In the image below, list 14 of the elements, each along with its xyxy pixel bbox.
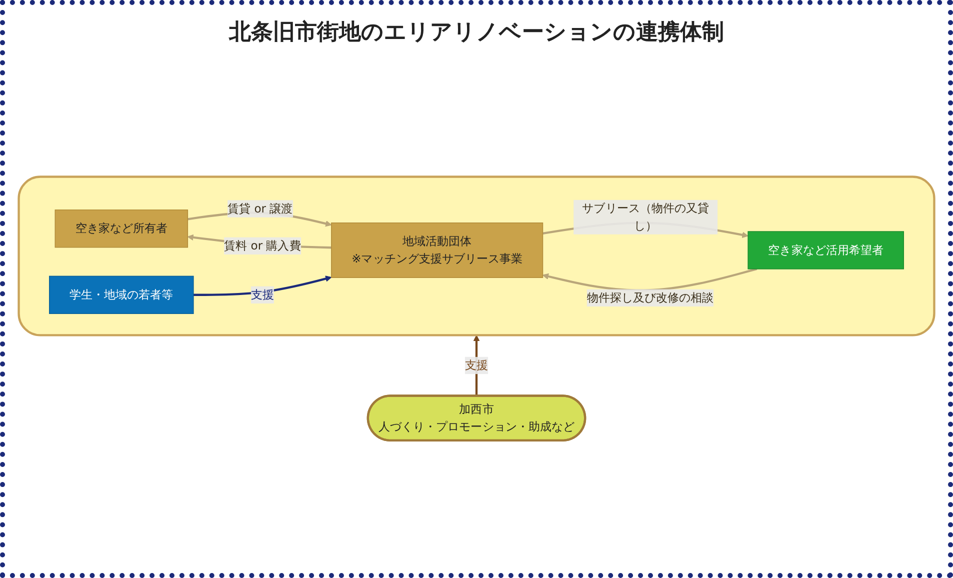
edge-label: 物件探し及び改修の相談: [586, 291, 714, 305]
edge-label: 賃貸 or 譲渡: [228, 202, 293, 216]
node-box: 空き家など所有者: [54, 210, 188, 248]
node-box: 地域活動団体 ※マッチング支援サブリース事業: [331, 222, 544, 278]
edge-label: 支援: [250, 288, 274, 302]
edge-label: 支援: [464, 358, 488, 372]
node-box: 空き家など活用希望者: [748, 232, 904, 270]
cluster: [18, 176, 936, 337]
arrow: [473, 335, 480, 396]
edge-label: サブリース（物件の又貸し）: [582, 202, 709, 233]
diagram-title: 北条旧市街地のエリアリノベーションの連携体制: [229, 18, 724, 47]
edge-label: 賃料 or 購入費: [224, 239, 301, 253]
node-box: 学生・地域の若者等: [49, 276, 194, 314]
arrow: [193, 276, 332, 296]
